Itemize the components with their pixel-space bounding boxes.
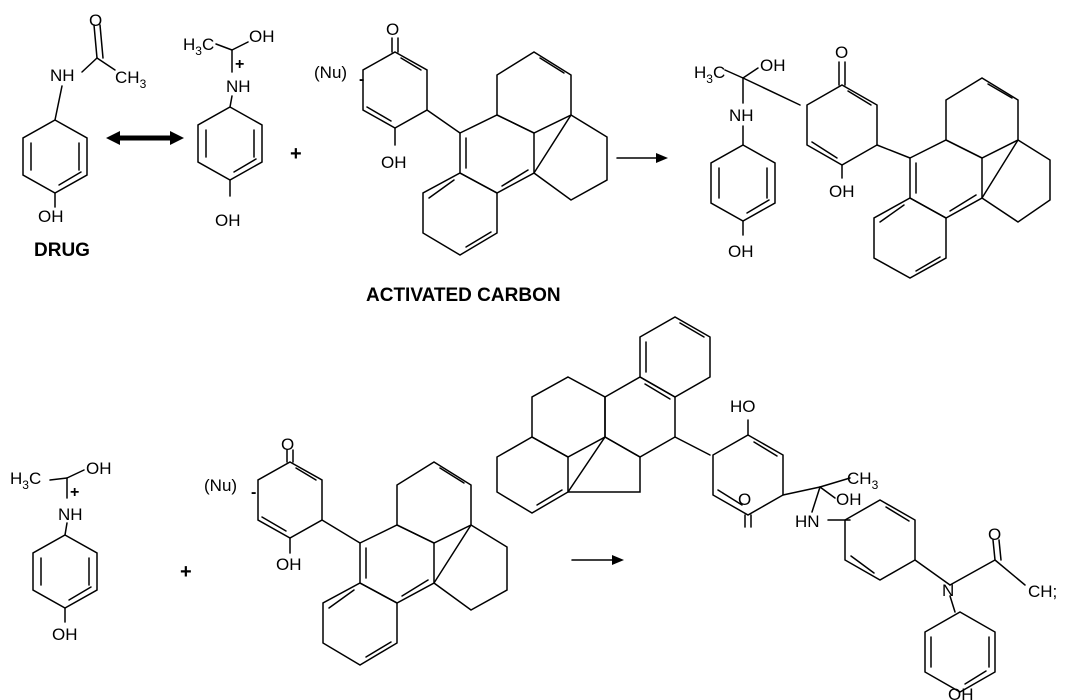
- carbonyl-o-label: O: [89, 11, 102, 30]
- ho-label: HO: [730, 397, 756, 416]
- reaction-arrow-2: [571, 555, 624, 565]
- product-1-molecule: H3C OH NH OH O OH: [694, 43, 1051, 279]
- ch3-label: CH3: [115, 68, 147, 91]
- h3c-label: H3C: [694, 63, 725, 86]
- drug-molecule: O NH CH3 OH: [22, 11, 147, 226]
- oh-label: OH: [215, 211, 241, 230]
- carbonyl-o-label: O: [281, 435, 294, 454]
- h3c-label: H3C: [183, 35, 214, 58]
- carbonyl-o-label: O: [835, 43, 848, 62]
- activated-carbon-molecule: O (Nu) - OH: [314, 20, 608, 256]
- oh-label: OH: [249, 27, 275, 46]
- protonated-drug-2: H3C OH + NH OH: [10, 459, 112, 644]
- hn-label: HN: [795, 512, 820, 531]
- nu-label: (Nu): [204, 476, 237, 495]
- drug-caption: DRUG: [34, 240, 90, 261]
- oh-label: OH: [760, 56, 786, 75]
- activated-carbon-caption: ACTIVATED CARBON: [366, 285, 561, 306]
- carbonyl-o-label: O: [988, 525, 1001, 544]
- oh-label: OH: [728, 242, 754, 261]
- oh-label: OH: [52, 625, 78, 644]
- ch3-label: CH3: [847, 469, 879, 492]
- product-2-molecule: HO O CH3 OH HN N O CH; OH: [496, 316, 1057, 700]
- oh-label: OH: [829, 182, 855, 201]
- negative-charge: -: [359, 71, 364, 88]
- oh-label: OH: [86, 459, 112, 478]
- plus-sign: +: [180, 561, 192, 583]
- negative-charge: -: [251, 484, 256, 501]
- h3c-label: H3C: [10, 469, 41, 492]
- activated-carbon-molecule-2: O (Nu) - OH: [204, 435, 508, 666]
- reaction-arrow-1: [616, 153, 668, 163]
- nu-label: (Nu): [314, 63, 347, 82]
- nh-label: NH: [50, 66, 75, 85]
- oh-label: OH: [836, 490, 862, 509]
- plus-sign: +: [290, 143, 302, 165]
- carbonyl-o-label: O: [386, 20, 399, 39]
- n-label: N: [942, 581, 954, 600]
- protonated-drug: H3C OH + NH OH: [183, 27, 275, 230]
- nh-label: NH: [226, 77, 251, 96]
- oh-label: OH: [276, 555, 302, 574]
- oh-label: OH: [381, 153, 407, 172]
- nh-label: NH: [729, 106, 754, 125]
- resonance-arrow: [106, 131, 184, 145]
- carbonyl-o-label: O: [738, 490, 751, 509]
- positive-charge: +: [235, 56, 244, 73]
- nh-label: NH: [58, 505, 83, 524]
- oh-label: OH: [38, 207, 64, 226]
- ch3-truncated-label: CH;: [1028, 582, 1057, 601]
- oh-label: OH: [948, 685, 974, 700]
- positive-charge: +: [70, 484, 79, 501]
